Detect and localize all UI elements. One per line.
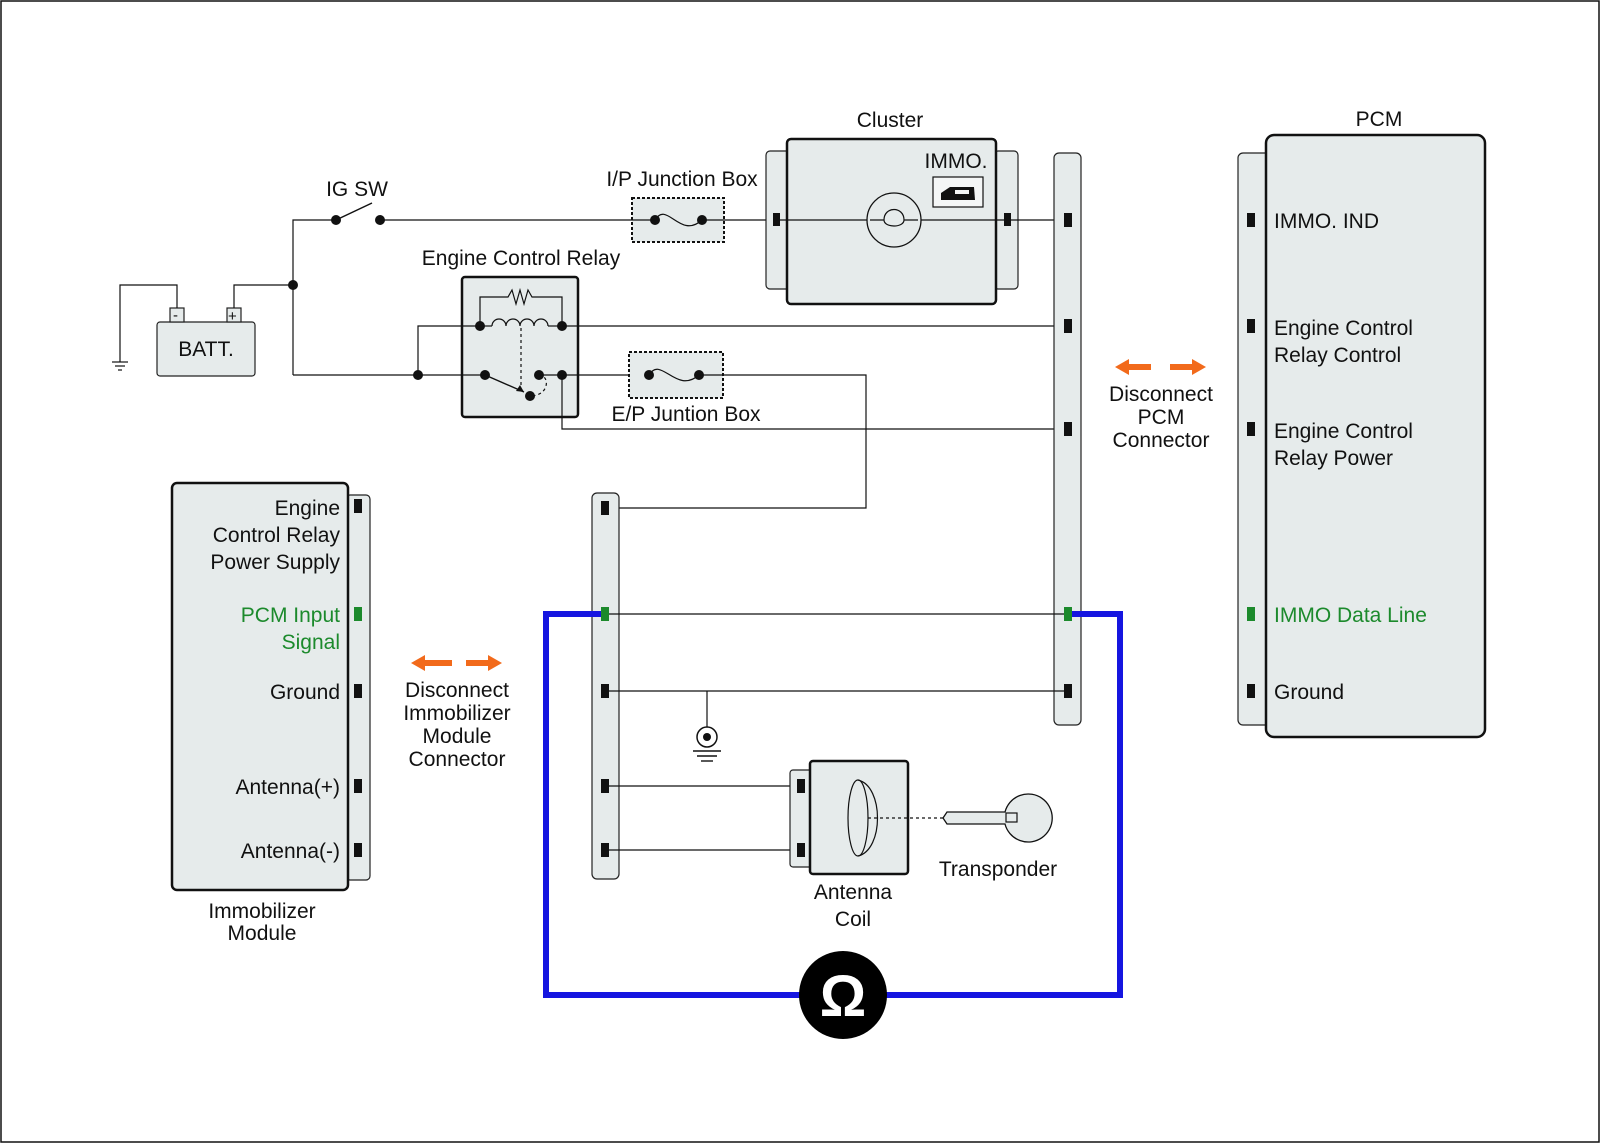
disconnect-pcm-line-1: Disconnect: [1109, 383, 1213, 406]
pcm-harness-pin-immo-ind: [1064, 213, 1072, 227]
pcm-pin-label-relay-control-2: Relay Control: [1274, 344, 1401, 367]
immo-pin-antenna-minus: [354, 843, 362, 857]
immo-pin-label-pcm-input-1: PCM Input: [241, 604, 340, 627]
antenna-coil-pin-plus: [797, 779, 805, 793]
immo-pin-label-pcm-input-2: Signal: [282, 631, 340, 654]
immobilizer-module-label-1: Immobilizer: [208, 900, 315, 923]
pcm-pin-label-relay-power-2: Relay Power: [1274, 447, 1393, 470]
immo-harness-pin-pcm-input: [601, 607, 609, 621]
pcm-pin-label-immo-ind: IMMO. IND: [1274, 210, 1379, 233]
ep-to-immobilizer-wire: [607, 374, 867, 509]
ohmmeter-probe-wire-left: [543, 611, 805, 998]
pcm-pin-relay-control: [1247, 319, 1255, 333]
pcm-pin-ground: [1247, 684, 1255, 698]
key-transponder-icon: [942, 793, 1053, 843]
disconnect-pcm-arrows-icon: [1115, 359, 1206, 375]
engine-control-relay-label: Engine Control Relay: [422, 247, 621, 270]
pcm-pin-label-relay-control-1: Engine Control: [1274, 317, 1413, 340]
immo-pin-relay-power-supply: [354, 499, 362, 513]
antenna-coil-label-1: Antenna: [814, 881, 893, 904]
immo-pin-ground: [354, 684, 362, 698]
ohmmeter-body: [799, 951, 887, 1039]
ig-switch-blade: [335, 202, 373, 221]
disconnect-immobilizer-arrows-icon: [411, 655, 502, 671]
cluster-pin-out: [1004, 213, 1011, 226]
battery-label: BATT.: [178, 338, 234, 361]
chassis-ground-icon: [112, 361, 128, 371]
disconnect-pcm-line-3: Connector: [1113, 429, 1210, 452]
disconnect-immo-line-1: Disconnect: [405, 679, 509, 702]
pcm-harness-pin-immo-data: [1064, 607, 1072, 621]
battery-body: [156, 321, 256, 377]
relay-coil-feed-wire: [417, 325, 480, 375]
immo-pin-label-power-3: Power Supply: [210, 551, 340, 574]
immo-pin-pcm-input: [354, 607, 362, 621]
pcm-label: PCM: [1356, 108, 1403, 131]
immobilizer-module-label-2: Module: [228, 922, 297, 945]
ep-fuse-icon: [648, 368, 700, 382]
immobilizer-car-icon: [932, 176, 984, 208]
battery: - + BATT.: [156, 307, 256, 377]
ohmmeter-ohm-icon: Ω: [820, 964, 867, 1029]
pcm-harness-pin-relay-power: [1064, 422, 1072, 436]
battery-minus-label: -: [173, 307, 178, 324]
immo-pin-antenna-plus: [354, 779, 362, 793]
ohmmeter-probe-wire-right: [881, 611, 1123, 998]
battery-negative-wire: [119, 284, 178, 362]
transponder-label: Transponder: [939, 858, 1057, 881]
signal-ground-icon: [693, 726, 721, 762]
ip-junction-box-label: I/P Junction Box: [606, 168, 758, 191]
battery-positive-wire: [233, 284, 293, 308]
pcm-body: [1264, 133, 1487, 739]
cluster-label: Cluster: [857, 109, 924, 132]
cluster-immo-label: IMMO.: [925, 150, 988, 173]
ig-switch-label: IG SW: [326, 178, 388, 201]
immo-pin-label-antenna-plus: Antenna(+): [236, 776, 341, 799]
disconnect-pcm-line-2: PCM: [1138, 406, 1185, 429]
disconnect-immo-line-2: Immobilizer: [403, 702, 510, 725]
immo-pin-label-ground: Ground: [270, 681, 340, 704]
ig-switch-feed-wire: [292, 219, 336, 375]
immo-pin-label-antenna-minus: Antenna(-): [241, 840, 340, 863]
relay-coil-icon: [479, 287, 563, 388]
relay-output-to-pcm-wire: [561, 375, 1067, 430]
disconnect-immo-line-4: Connector: [409, 748, 506, 771]
antenna-coil-body: [808, 759, 910, 876]
immo-harness-pin-antenna-minus: [601, 843, 609, 857]
ep-junction-box-label: E/P Juntion Box: [611, 403, 761, 426]
antenna-coil-label-2: Coil: [835, 908, 871, 931]
engine-control-relay-body: [460, 275, 580, 419]
indicator-lamp-icon: [866, 192, 922, 248]
pcm-harness-pin-ground: [1064, 684, 1072, 698]
pcm-pin-label-immo-data-line: IMMO Data Line: [1274, 604, 1427, 627]
cluster-pin-in: [773, 213, 780, 226]
immobilizer-module-body: [170, 481, 350, 892]
immo-pin-label-power-2: Control Relay: [213, 524, 341, 547]
pcm-harness-connector: [1053, 152, 1082, 726]
pcm-pin-immo-data: [1247, 607, 1255, 621]
immo-harness-pin-ground: [601, 684, 609, 698]
pcm-pin-label-relay-power-1: Engine Control: [1274, 420, 1413, 443]
disconnect-immo-line-3: Module: [423, 725, 492, 748]
immo-harness-pin-power: [601, 501, 609, 515]
antenna-coil-pin-minus: [797, 843, 805, 857]
relay-feed-junction-dot: [413, 370, 423, 380]
pcm-harness-pin-relay-control: [1064, 319, 1072, 333]
pcm-pin-label-ground: Ground: [1274, 681, 1344, 704]
pcm-pin-relay-power: [1247, 422, 1255, 436]
ip-fuse-icon: [654, 213, 703, 227]
pcm-pin-immo-ind: [1247, 213, 1255, 227]
immo-pin-label-power-1: Engine: [275, 497, 340, 520]
battery-plus-label: +: [228, 308, 237, 325]
immo-harness-pin-antenna-plus: [601, 779, 609, 793]
ohmmeter: Ω: [799, 951, 887, 1039]
